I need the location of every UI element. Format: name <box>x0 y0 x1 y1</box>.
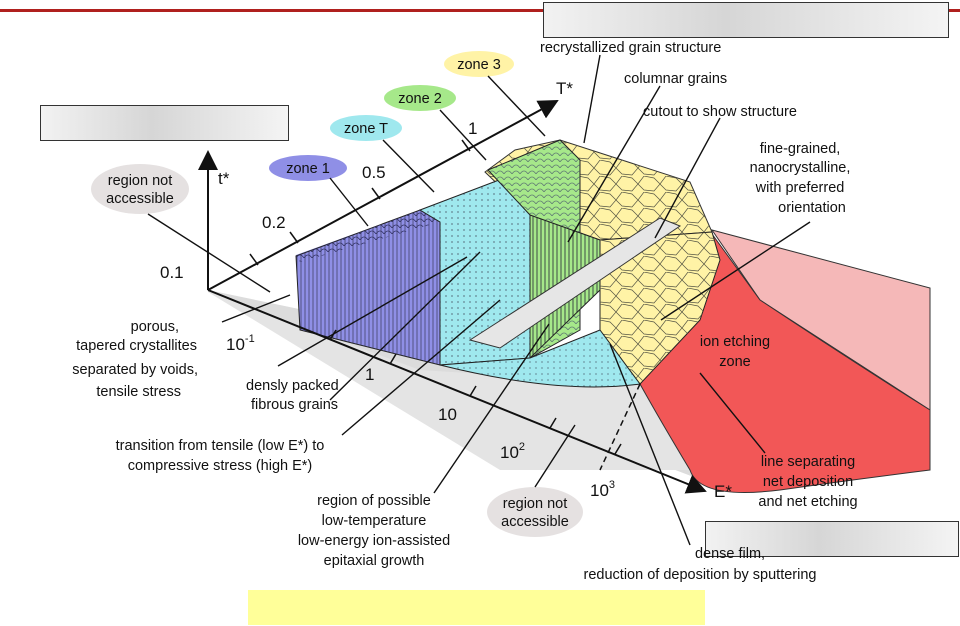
T-star-axis <box>207 100 559 291</box>
redacted-label-box-bottom-right <box>705 521 959 557</box>
tick-10-minus1: 10-1 <box>226 333 255 354</box>
label-transition-2: compressive stress (high E*) <box>128 458 313 474</box>
label-cutout: cutout to show structure <box>643 104 797 120</box>
svg-text:zone 2: zone 2 <box>398 91 442 107</box>
title-accent-line <box>0 9 960 12</box>
label-dense-2: reduction of deposition by sputtering <box>584 567 817 583</box>
svg-text:zone: zone <box>719 354 750 370</box>
cutout-channel <box>468 217 682 349</box>
svg-text:accessible: accessible <box>106 191 174 207</box>
tick-0.5: 0.5 <box>362 163 386 182</box>
label-epitaxial-4: epitaxial growth <box>324 553 425 569</box>
zone3-badge <box>444 51 514 77</box>
label-fine-grained-1: fine-grained, <box>760 141 841 157</box>
label-densly-1: densly packed <box>246 378 339 394</box>
label-fine-grained-3: with preferred <box>755 180 845 196</box>
label-porous-1: porous, <box>131 319 179 335</box>
label-line-sep-1: line separating <box>761 454 855 470</box>
zone1-badge <box>269 155 347 181</box>
svg-text:accessible: accessible <box>501 514 569 530</box>
zone2-badge <box>384 85 456 111</box>
label-dense-1: dense film, <box>695 546 765 562</box>
redacted-label-box-left <box>40 105 289 141</box>
t-star-label: t* <box>218 169 230 188</box>
tick-1-E: 1 <box>365 365 374 384</box>
net-etching-boundary <box>599 383 641 471</box>
tick-10-3: 103 <box>590 479 615 500</box>
label-line-sep-2: net deposition <box>763 474 853 490</box>
floor-plane <box>208 292 700 470</box>
label-fine-grained-2: nanocrystalline, <box>750 160 851 176</box>
T-star-label: T* <box>556 79 573 98</box>
label-porous-4: tensile stress <box>96 384 181 400</box>
svg-text:zone 3: zone 3 <box>457 57 501 73</box>
label-epitaxial-2: low-temperature <box>322 513 427 529</box>
label-epitaxial-3: low-energy ion-assisted <box>298 533 450 549</box>
E-star-axis <box>207 289 707 494</box>
svg-text:zone T: zone T <box>344 121 388 137</box>
label-recrystallized: recrystallized grain structure <box>540 40 721 56</box>
zoneT-badge <box>330 115 402 141</box>
tick-0.2: 0.2 <box>262 213 286 232</box>
region-not-accessible-top <box>91 164 189 214</box>
label-line-sep-3: and net etching <box>758 494 857 510</box>
label-epitaxial-1: region of possible <box>317 493 431 509</box>
highlight-bar <box>248 590 705 625</box>
label-densly-2: fibrous grains <box>251 397 338 413</box>
label-transition-1: transition from tensile (low E*) to <box>116 438 325 454</box>
svg-text:region not: region not <box>108 173 173 189</box>
redacted-label-box-top-right <box>543 2 949 38</box>
label-porous-2: tapered crystallites <box>76 338 197 354</box>
label-porous-3: separated by voids, <box>72 362 198 378</box>
tick-10-2: 102 <box>500 441 525 462</box>
tick-10-E: 10 <box>438 405 457 424</box>
svg-text:region not: region not <box>503 496 568 512</box>
svg-text:zone 1: zone 1 <box>286 161 330 177</box>
E-star-label: E* <box>714 482 732 501</box>
label-fine-grained-4: orientation <box>778 200 846 216</box>
svg-text:ion etching: ion etching <box>700 334 770 350</box>
tick-1: 1 <box>468 119 477 138</box>
tick-0.1: 0.1 <box>160 263 184 282</box>
region-not-accessible-bottom <box>487 487 583 537</box>
label-columnar: columnar grains <box>624 71 727 87</box>
